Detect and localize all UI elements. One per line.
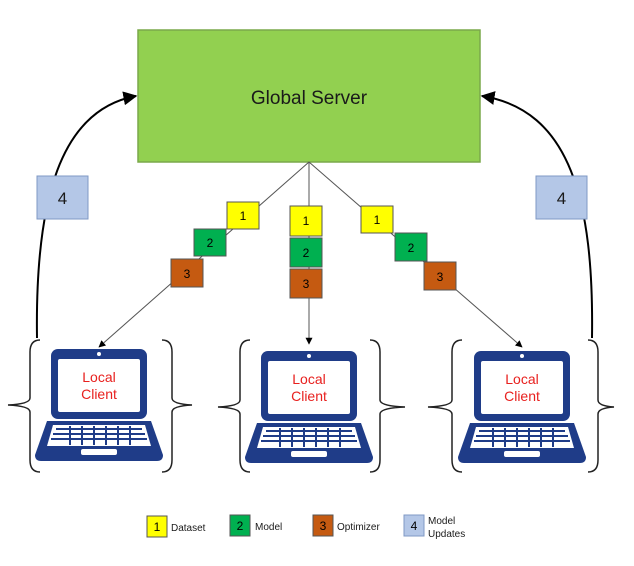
legend-item-model-updates: 4 Model Updates [403,514,465,540]
legend: 1 Dataset 2 Model 3 Optimizer 4 Model Up… [146,514,465,540]
dataset-number: 1 [374,213,381,227]
left-client: Local Client [7,339,193,473]
middle-client: Local Client [217,339,406,473]
legend-number: 1 [154,520,161,534]
update-arrow-left [35,91,138,339]
model-updates-box-left: 4 [36,175,89,220]
client-label-line1: Local [505,371,538,387]
dataset-number: 1 [303,214,310,228]
model-updates-number: 4 [58,189,67,208]
left-client-bracket-right [161,339,193,473]
right-client: Local Client [427,339,615,473]
client-label-line2: Client [504,388,540,404]
legend-label: Optimizer [337,522,380,533]
left-client-bracket-left [7,339,41,473]
legend-number: 2 [237,519,244,533]
legend-label: Model [255,522,282,533]
update-arrow-right [480,91,594,339]
optimizer-number: 3 [303,277,310,291]
model-updates-box-right: 4 [535,175,588,220]
left-laptop-icon [35,349,163,461]
model-updates-number: 4 [557,189,566,208]
middle-client-bracket-right [369,339,406,473]
legend-item-optimizer: 3 Optimizer [312,514,380,537]
legend-item-model: 2 Model [229,514,282,537]
left-dataset-box: 1 [226,201,260,230]
legend-item-dataset: 1 Dataset [146,515,206,538]
client-label-line2: Client [81,386,117,402]
global-server-label: Global Server [251,88,368,109]
legend-label: Dataset [171,523,206,534]
legend-label-line2: Updates [428,529,465,540]
global-server-box [137,29,481,163]
dataset-number: 1 [240,209,247,223]
model-number: 2 [303,246,310,260]
middle-optimizer-box: 3 [289,268,323,299]
left-model-box: 2 [193,228,227,257]
middle-laptop-icon [245,351,373,463]
middle-dataset-box: 1 [289,205,323,237]
optimizer-number: 3 [184,267,191,281]
right-client-bracket-right [587,339,615,473]
middle-client-bracket-left [217,339,251,473]
right-client-bracket-left [427,339,463,473]
left-optimizer-box: 3 [170,258,204,288]
right-optimizer-box: 3 [423,261,457,291]
middle-model-box: 2 [289,237,323,268]
client-label-line1: Local [292,371,325,387]
right-laptop-icon [458,351,586,463]
client-label-line1: Local [82,369,115,385]
legend-label: Model [428,516,455,527]
optimizer-number: 3 [437,270,444,284]
model-number: 2 [207,236,214,250]
legend-number: 4 [411,519,418,533]
legend-number: 3 [320,519,327,533]
model-number: 2 [408,241,415,255]
right-dataset-box: 1 [360,205,394,234]
client-label-line2: Client [291,388,327,404]
right-model-box: 2 [394,232,428,262]
